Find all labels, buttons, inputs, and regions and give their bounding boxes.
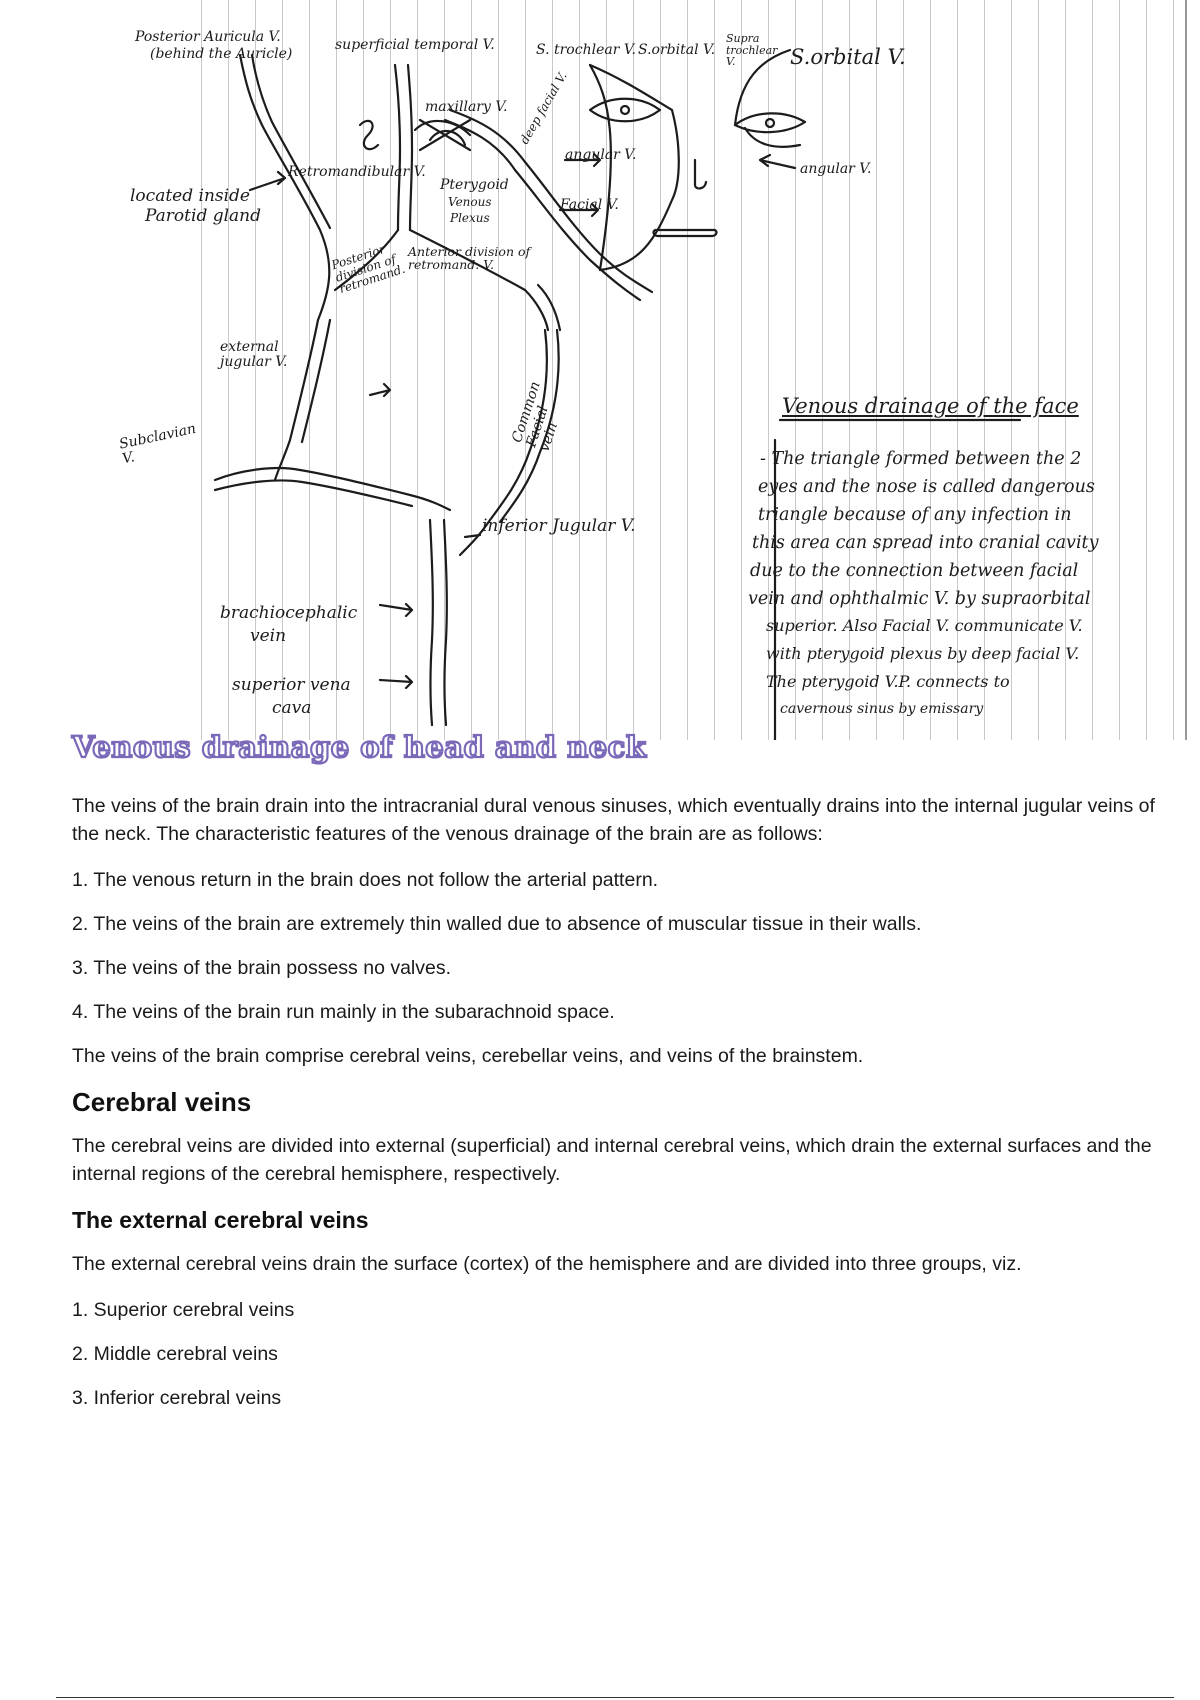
label-plexus: Plexus — [450, 212, 490, 225]
label-parotid-gland: Parotid gland — [145, 208, 261, 226]
note-line-2: eyes and the nose is called dangerous — [758, 478, 1095, 496]
note-line-4: this area can spread into cranial cavity — [752, 534, 1098, 552]
label-anterior-division: Anterior division of retromand. V. — [408, 245, 538, 271]
posterior-auricular-vein-line — [240, 55, 329, 320]
label-supratrochlear-right: Supra trochlear V. — [726, 33, 766, 68]
label-angular-right: angular V. — [800, 162, 871, 177]
cerebral-veins-heading: Cerebral veins — [72, 1088, 1172, 1116]
label-behind-auricle: (behind the Auricle) — [150, 47, 292, 62]
note-line-5: due to the connection between facial — [750, 562, 1078, 580]
label-supratrochlear: S. trochlear V. — [536, 43, 636, 58]
note-line-7: superior. Also Facial V. communicate V. — [766, 618, 1083, 635]
label-internal-jugular: inferior Jugular V. — [482, 518, 635, 536]
external-cerebral-veins-paragraph: The external cerebral veins drain the su… — [72, 1250, 1172, 1278]
eye-sketch — [590, 99, 660, 122]
note-line-6: vein and ophthalmic V. by supraorbital — [748, 590, 1090, 608]
label-pterygoid: Pterygoid — [440, 178, 509, 193]
group-item-2: 2. Middle cerebral veins — [72, 1340, 1172, 1368]
note-line-3: triangle because of any infection in — [758, 506, 1071, 524]
label-superficial-temporal: superficial temporal V. — [335, 38, 495, 53]
group-item-1: 1. Superior cerebral veins — [72, 1296, 1172, 1324]
label-supraorbital-right: S.orbital V. — [790, 46, 906, 68]
group-item-3: 3. Inferior cerebral veins — [72, 1384, 1172, 1412]
facial-vein-line — [525, 290, 548, 330]
superficial-temporal-vein-line — [395, 65, 400, 230]
note-line-10: cavernous sinus by emissary — [780, 702, 983, 717]
label-maxillary: maxillary V. — [425, 100, 507, 115]
intro-paragraph: The veins of the brain drain into the in… — [72, 792, 1172, 848]
document-body: The veins of the brain drain into the in… — [72, 792, 1172, 1428]
brachiocephalic-vein-line — [430, 520, 433, 725]
feature-item-1: 1. The venous return in the brain does n… — [72, 866, 1172, 894]
note-line-8: with pterygoid plexus by deep facial V. — [766, 646, 1079, 663]
label-posterior-auricular: Posterior Auricula V. — [135, 30, 281, 45]
label-svc-2: cava — [272, 700, 311, 718]
feature-item-2: 2. The veins of the brain are extremely … — [72, 910, 1172, 938]
nose-sketch — [695, 160, 706, 188]
section-title: Venous drainage of head and neck — [72, 730, 646, 764]
label-venous: Venous — [448, 196, 492, 209]
feature-item-3: 3. The veins of the brain possess no val… — [72, 954, 1172, 982]
label-retromandibular: Retromandibular V. — [288, 165, 426, 180]
comprise-paragraph: The veins of the brain comprise cerebral… — [72, 1042, 1172, 1070]
note-line-1: - The triangle formed between the 2 — [760, 450, 1081, 468]
cerebral-veins-paragraph: The cerebral veins are divided into exte… — [72, 1132, 1172, 1188]
label-brachiocephalic-2: vein — [250, 628, 286, 646]
label-angular-left: angular V. — [565, 148, 636, 163]
note-line-9: The pterygoid V.P. connects to — [766, 674, 1010, 691]
label-located-inside: located inside — [130, 188, 250, 206]
pterygoid-plexus-sketch — [415, 120, 470, 150]
subclavian-vein-line — [215, 468, 450, 510]
mouth-sketch — [654, 230, 717, 236]
label-supraorbital-left: S.orbital V. — [638, 43, 715, 58]
note-title: Venous drainage of the face — [782, 395, 1079, 417]
label-external-jugular: external jugular V. — [220, 340, 290, 369]
label-svc-1: superior vena — [232, 677, 351, 695]
external-cerebral-veins-heading: The external cerebral veins — [72, 1206, 1172, 1234]
feature-item-4: 4. The veins of the brain run mainly in … — [72, 998, 1172, 1026]
label-facial: Facial V. — [560, 198, 619, 213]
bottom-rule — [56, 1697, 1174, 1698]
label-brachiocephalic-1: brachiocephalic — [220, 605, 357, 623]
